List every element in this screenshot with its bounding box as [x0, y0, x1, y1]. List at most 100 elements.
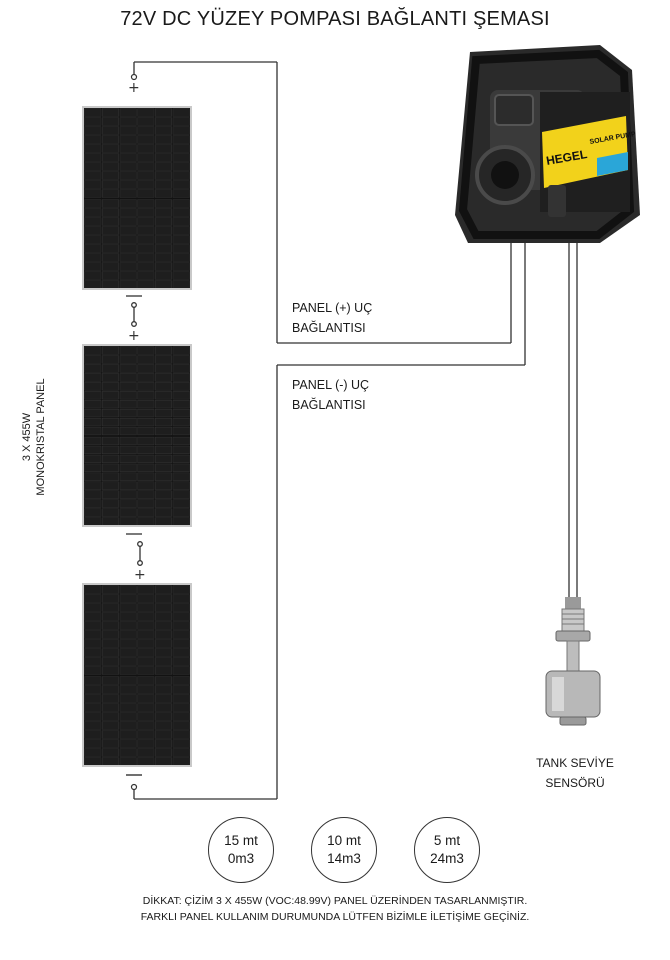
panel-cell	[119, 721, 137, 730]
performance-height: 5 mt	[433, 833, 461, 848]
panel-cell	[84, 426, 102, 436]
panel-cell	[102, 153, 119, 162]
panel-cell	[155, 244, 172, 253]
panel-cell	[137, 162, 155, 171]
panel-cell	[102, 400, 119, 409]
panel-cell	[102, 603, 119, 612]
panel-cell	[119, 135, 137, 144]
panel-cell	[102, 721, 119, 730]
panel-cell	[102, 621, 119, 630]
panel-cell	[155, 685, 172, 694]
panel-cell	[102, 280, 119, 288]
solar-pump: HEGEL SOLAR PUMP	[455, 45, 640, 243]
panel-cell	[155, 153, 172, 162]
panel-cell	[119, 757, 137, 765]
panel-cell	[102, 373, 119, 382]
panel-cell	[172, 508, 190, 517]
panel-cell	[172, 603, 190, 612]
panel-cell	[84, 126, 102, 135]
panel-cell	[84, 199, 102, 208]
panel-cell	[155, 694, 172, 703]
panel-cell	[119, 676, 137, 685]
panel-cell	[119, 694, 137, 703]
panel-cell	[155, 391, 172, 400]
panel-cell	[172, 382, 190, 391]
panel-cell	[137, 454, 155, 463]
panel-cell	[155, 481, 172, 490]
panel-cell	[155, 721, 172, 730]
panel-cell	[155, 180, 172, 189]
panel-cell	[137, 481, 155, 490]
panel-cell	[119, 594, 137, 603]
panel-cell	[119, 180, 137, 189]
panel-cell	[137, 666, 155, 675]
panel-cell	[172, 648, 190, 657]
panel-cell	[155, 630, 172, 639]
panel-cell	[102, 757, 119, 765]
panel-cell	[102, 436, 119, 446]
panel-cell	[102, 417, 119, 427]
panel-cell	[137, 757, 155, 765]
panel-cell	[137, 639, 155, 648]
panel-cell	[155, 739, 172, 748]
panel-cell	[155, 171, 172, 180]
panel-cell	[137, 346, 155, 355]
panel-cell	[102, 171, 119, 180]
panel-cell	[102, 739, 119, 748]
panel-cell	[137, 676, 155, 685]
panel-cell	[84, 445, 102, 455]
panel-cell	[119, 666, 137, 675]
solar-panel	[82, 106, 192, 290]
panel-cell	[172, 639, 190, 648]
panel-cell	[137, 153, 155, 162]
panel-cell	[137, 262, 155, 271]
sensor-label: TANK SEVİYE SENSÖRÜ	[510, 753, 640, 793]
series-link-1	[126, 295, 142, 327]
panel-cell	[155, 748, 172, 757]
negative-wire	[133, 240, 526, 800]
panel-cell	[119, 499, 137, 508]
panel-cell	[137, 208, 155, 217]
panel-cell	[102, 517, 119, 525]
panel-cell	[102, 508, 119, 517]
panel-cell	[172, 426, 190, 436]
panel-cell	[119, 481, 137, 490]
panel-cell	[172, 144, 190, 153]
panel-cell	[102, 262, 119, 271]
panel-cell	[119, 108, 137, 117]
panel-cell	[155, 271, 172, 280]
panel-cell	[102, 217, 119, 226]
panel-cell	[102, 481, 119, 490]
panel-cell	[84, 271, 102, 280]
panel-cell	[84, 712, 102, 721]
panel-cell	[102, 355, 119, 364]
panel-cell	[172, 612, 190, 621]
panel-cell	[119, 712, 137, 721]
panel-cell	[137, 730, 155, 739]
panel-cell	[172, 730, 190, 739]
panel-cell	[102, 235, 119, 244]
panel-cell	[172, 594, 190, 603]
performance-flow: 14m3	[327, 851, 361, 866]
panel-cell	[137, 108, 155, 117]
panel-cell	[102, 676, 119, 685]
performance-circle: 5 mt 24m3	[414, 817, 480, 883]
panel-spec-line-2: MONOKRISTAL PANEL	[35, 378, 47, 496]
panel-cell	[172, 621, 190, 630]
panel-cell	[119, 454, 137, 463]
panel-cell	[172, 271, 190, 280]
panel-cell	[119, 657, 137, 666]
panel-cell	[102, 117, 119, 126]
panel-cell	[172, 180, 190, 189]
panel-cell	[172, 499, 190, 508]
panel-cell	[84, 436, 102, 446]
panel-cell	[84, 253, 102, 262]
panel-cell	[102, 712, 119, 721]
panel-cell	[84, 262, 102, 271]
panel-cell	[102, 364, 119, 373]
panel-cell	[172, 748, 190, 757]
panel-cell	[84, 481, 102, 490]
panel-cell	[155, 108, 172, 117]
panel-cell	[155, 490, 172, 499]
panel-cell	[84, 685, 102, 694]
